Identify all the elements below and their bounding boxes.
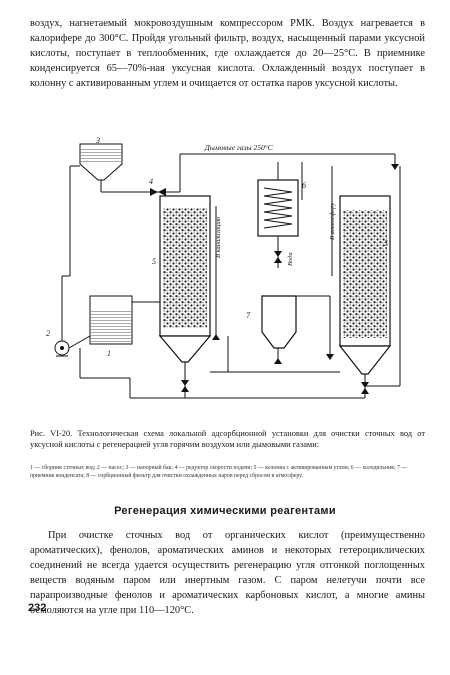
label-5-left: 5	[152, 257, 156, 266]
page-number: 232	[28, 602, 47, 614]
exhaust-label: В атмосферу	[329, 203, 336, 240]
label-4: 4	[149, 177, 153, 186]
label-5-right: 5	[384, 239, 388, 248]
valve-4: 4	[101, 154, 181, 196]
pump-2: 2	[46, 165, 91, 357]
label-7: 7	[246, 311, 251, 320]
receiver-7: 7	[246, 295, 334, 364]
cooler-6: 6 Вода	[257, 162, 306, 268]
flue-gas-line: Дымовые газы 250°С	[180, 143, 399, 170]
section-title: Регенерация химическими реагентами	[114, 505, 336, 517]
carbon-column-right: 5 В атмосферу	[329, 166, 392, 398]
to-sewer-label: В канализацию	[215, 216, 222, 258]
figure-legend: 1 — сборник сточных вод; 2 — насос; 3 — …	[30, 465, 408, 479]
top-paragraph: воздух, нагнетаемый мокровоздушным компр…	[30, 18, 425, 89]
label-3: 3	[95, 136, 100, 145]
process-flow-diagram: Дымовые газы 250°С 3 4 5 В кан	[46, 136, 401, 399]
caption-title: Рис. VI-20.	[30, 429, 73, 438]
label-2: 2	[46, 329, 50, 338]
figure-caption: Рис. VI-20. Технологическая схема локаль…	[30, 428, 425, 450]
flue-gas-label: Дымовые газы 250°С	[204, 143, 274, 152]
carbon-column-left: 5 В канализацию	[152, 195, 222, 384]
water-label: Вода	[287, 252, 294, 266]
bottom-paragraph: При очистке сточных вод от органических …	[30, 530, 425, 616]
bottom-piping	[79, 166, 401, 399]
collector-1: 1	[89, 295, 160, 358]
pressure-tank-3: 3	[79, 136, 123, 192]
label-1: 1	[107, 349, 111, 358]
label-6: 6	[302, 181, 306, 190]
caption-text: Технологическая схема локальной адсорбци…	[30, 429, 426, 449]
